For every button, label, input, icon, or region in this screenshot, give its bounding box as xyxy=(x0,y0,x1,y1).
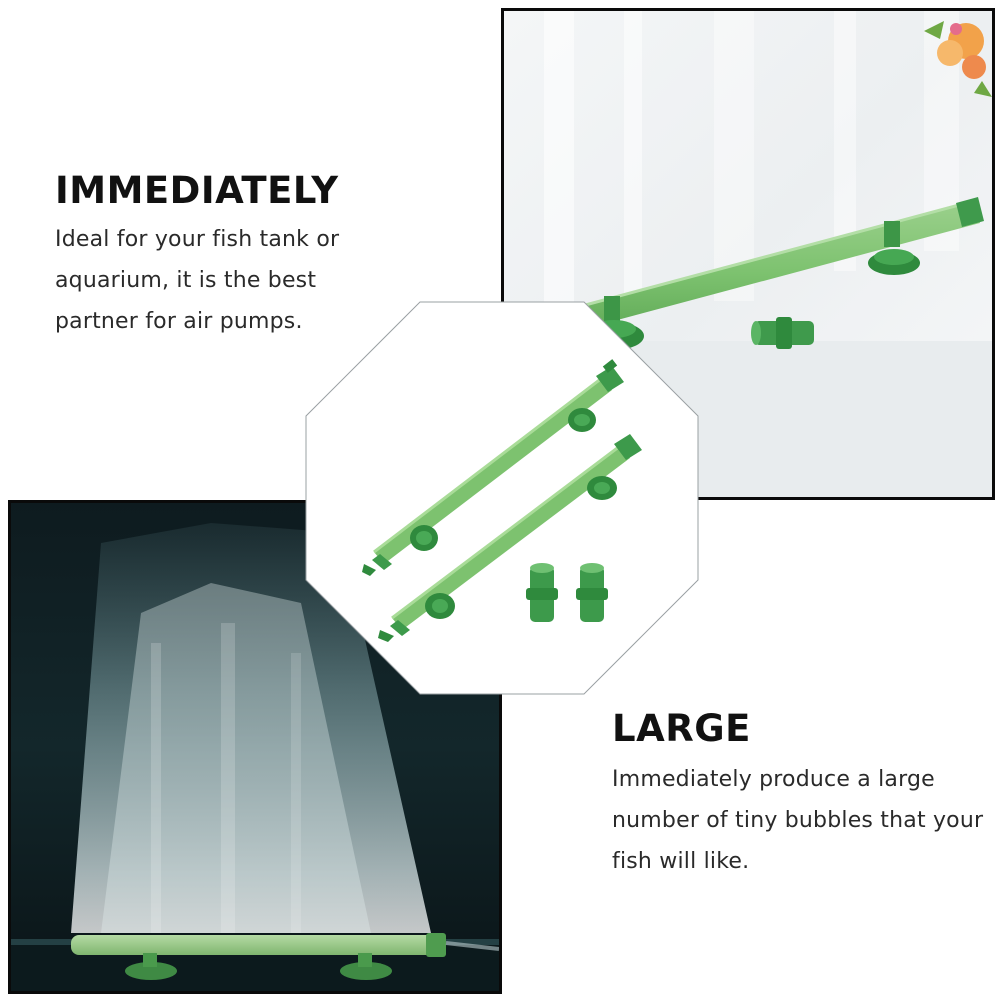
large-line-1: Immediately produce a large xyxy=(612,767,935,792)
connector-1 xyxy=(526,563,558,622)
product-octagon xyxy=(300,296,704,700)
airstone-tube-2 xyxy=(378,434,642,642)
large-description: Immediately produce a large number of ti… xyxy=(612,759,992,882)
tank-photo-bubbles-image xyxy=(11,503,499,991)
bubble-curtain xyxy=(71,523,431,933)
airstone-tube-bubbles xyxy=(71,933,499,980)
large-heading: LARGE xyxy=(612,707,751,750)
immediately-line-1: Ideal for your fish tank or xyxy=(55,227,340,252)
connector-2 xyxy=(576,563,608,622)
immediately-line-2: aquarium, it is the best xyxy=(55,268,317,293)
large-line-2: number of tiny bubbles that your xyxy=(612,808,984,833)
tank-photo-bubbles xyxy=(8,500,502,994)
immediately-feature: IMMEDIATELY Ideal for your fish tank or … xyxy=(55,172,365,342)
airstone-tube-1 xyxy=(362,359,624,576)
immediately-line-3: partner for air pumps. xyxy=(55,309,303,334)
immediately-description: Ideal for your fish tank or aquarium, it… xyxy=(55,219,365,342)
large-feature: LARGE Immediately produce a large number… xyxy=(612,710,992,882)
connector-bright xyxy=(751,317,814,349)
large-line-3: fish will like. xyxy=(612,849,750,874)
product-octagon-image xyxy=(305,301,699,695)
immediately-heading: IMMEDIATELY xyxy=(55,169,339,212)
octagon-outline xyxy=(305,301,699,695)
flower-decoration xyxy=(924,21,992,97)
